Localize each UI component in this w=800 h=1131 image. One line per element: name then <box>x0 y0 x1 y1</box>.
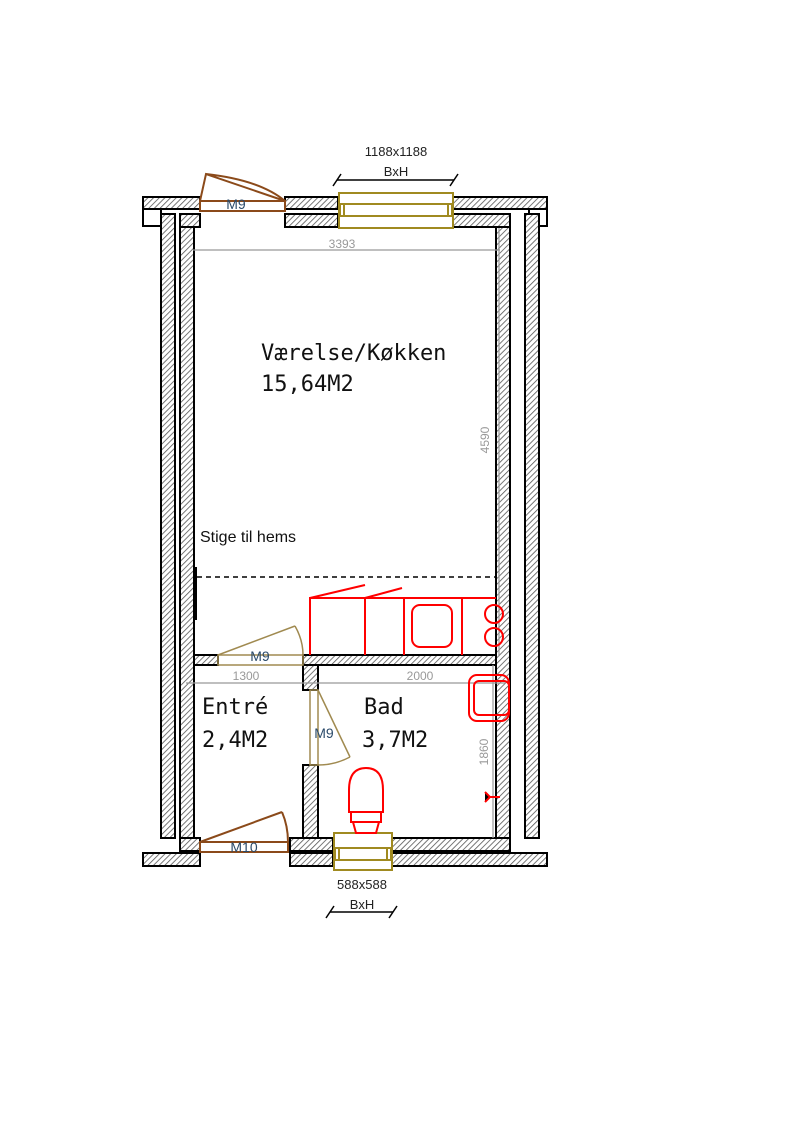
drain-icon <box>484 791 500 803</box>
dimension-entre-width: 1300 <box>233 669 260 683</box>
door-label-entre: M9 <box>250 648 270 664</box>
room-name-entre: Entré <box>202 695 268 720</box>
ladder-note: Stige til hems <box>200 529 296 546</box>
sink-icon <box>468 674 510 722</box>
window-bottom-size: 588x588 <box>337 877 387 892</box>
room-area-living-kitchen: 15,64M2 <box>261 372 354 397</box>
dimension-top-width: 3393 <box>329 237 356 251</box>
door-entrance <box>199 811 289 853</box>
door-label-entrance: M10 <box>230 839 257 855</box>
window-bottom-dimension <box>325 905 398 919</box>
toilet-icon <box>348 766 384 834</box>
window-bottom-unit: BxH <box>350 897 375 912</box>
door-bad <box>309 689 351 766</box>
window-bottom <box>333 832 393 871</box>
window-top-unit: BxH <box>384 164 409 179</box>
dimension-bad-width: 2000 <box>407 669 434 683</box>
kitchen-fixtures <box>309 584 504 655</box>
door-label-bad: M9 <box>314 725 334 741</box>
window-top <box>338 192 454 229</box>
room-name-bad: Bad <box>364 695 404 720</box>
dimension-lines <box>186 228 505 838</box>
dimension-main-height: 4590 <box>478 426 492 453</box>
door-entre <box>217 625 304 666</box>
window-top-dimension <box>332 173 459 187</box>
dimension-bad-height: 1860 <box>477 738 491 765</box>
window-top-size: 1188x1188 <box>365 144 427 159</box>
door-label-top: M9 <box>226 196 246 212</box>
door-main-top <box>199 172 286 212</box>
room-area-bad: 3,7M2 <box>362 728 428 753</box>
room-name-living-kitchen: Værelse/Køkken <box>261 341 446 366</box>
room-area-entre: 2,4M2 <box>202 728 268 753</box>
